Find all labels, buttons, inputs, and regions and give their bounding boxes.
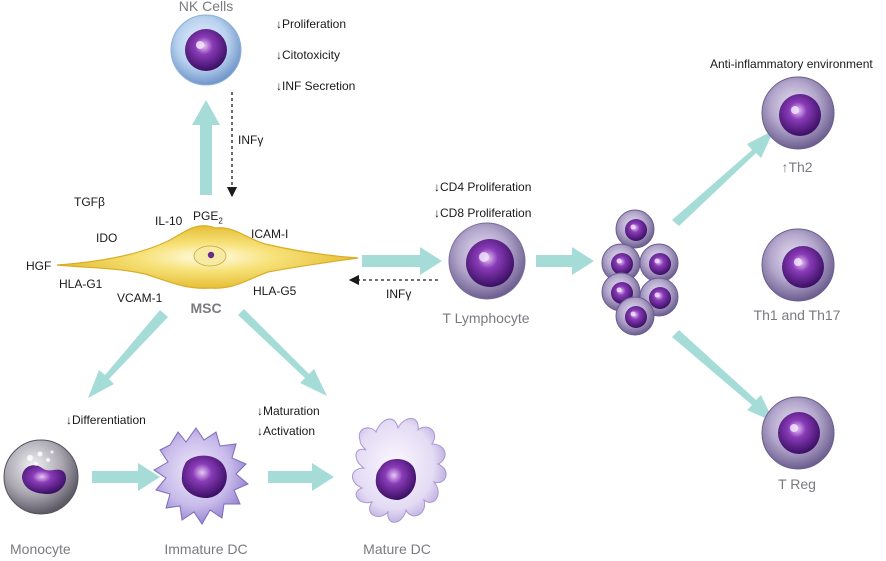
monocyte-cell [3, 439, 79, 515]
t-effect-cd4: ↓CD4 Proliferation [434, 180, 532, 194]
immature-dc-cell [153, 427, 249, 525]
cluster-t-cell [615, 209, 655, 249]
t-effect-cd8: ↓CD8 Proliferation [434, 206, 532, 220]
treg-label: T Reg [778, 476, 816, 492]
dc-effect-maturation: ↓Maturation [257, 404, 320, 418]
arrow-cluster-to-th2 [672, 130, 774, 226]
dc-effect-activation: ↓Activation [257, 424, 316, 438]
vcam-label: VCAM-1 [117, 291, 163, 305]
cluster-t-cell [601, 243, 641, 283]
th1-th17-cell [761, 228, 835, 302]
ido-label: IDO [96, 231, 118, 245]
monocyte-effect: ↓Differentiation [66, 413, 146, 427]
nk-cell [170, 14, 242, 86]
tgf-label: TGFβ [74, 195, 105, 209]
down-arrow-icon: ↓ [257, 404, 263, 418]
msc-cell [56, 225, 359, 289]
down-arrow-icon: ↓ [276, 48, 282, 62]
t-lymphocyte-label: T Lymphocyte [442, 310, 530, 326]
cluster-t-cell [639, 243, 679, 283]
arrow-msc-to-monocyte [88, 310, 168, 398]
hla-g5-label: HLA-G5 [253, 284, 297, 298]
environment-label: Anti-inflammatory environment [710, 57, 873, 71]
arrow-monocyte-to-idc [92, 463, 160, 491]
infg-nk-label: INFγ [238, 133, 264, 147]
down-arrow-icon: ↓ [434, 206, 440, 220]
msc-label: MSC [190, 300, 222, 316]
down-arrow-icon: ↓ [276, 79, 282, 93]
treg-cell [761, 396, 835, 470]
nk-effect-citotoxicity: ↓Citotoxicity [276, 48, 341, 62]
down-arrow-icon: ↓ [66, 413, 72, 427]
down-arrow-icon: ↓ [434, 180, 440, 194]
arrows [88, 100, 774, 491]
down-arrow-icon: ↓ [257, 424, 263, 438]
proliferating-t-cell-cluster [601, 209, 679, 336]
arrow-t-to-cluster [536, 247, 594, 275]
nk-cells-label: NK Cells [178, 0, 234, 14]
t-lymphocyte-cell [448, 222, 526, 300]
nk-effect-inf-secretion: ↓INF Secretion [276, 79, 356, 93]
arrow-msc-to-dc [238, 309, 327, 396]
mature-dc-label: Mature DC [363, 541, 431, 557]
icam-label: ICAM-I [251, 227, 289, 241]
il10-label: IL-10 [155, 214, 183, 228]
arrow-msc-to-t [362, 247, 442, 275]
infg-t-label: INFγ [386, 287, 412, 301]
th2-cell [761, 76, 835, 150]
arrow-cluster-to-treg [672, 330, 774, 422]
arrow-idc-to-mdc [268, 463, 334, 491]
cluster-t-cell [615, 296, 655, 336]
pge2-label: PGE2 [193, 209, 223, 226]
nk-effect-proliferation: ↓Proliferation [276, 17, 347, 31]
hgf-label: HGF [26, 259, 52, 273]
hla-g1-label: HLA-G1 [59, 277, 103, 291]
up-arrow-icon: ↑ [781, 159, 789, 175]
th1-th17-label: Th1 and Th17 [753, 307, 841, 323]
th2-label: ↑Th2 [781, 159, 813, 175]
monocyte-label: Monocyte [10, 541, 71, 557]
mature-dc-cell [352, 418, 447, 523]
down-arrow-icon: ↓ [276, 17, 282, 31]
arrow-msc-to-nk [192, 100, 220, 195]
immature-dc-label: Immature DC [164, 541, 248, 557]
